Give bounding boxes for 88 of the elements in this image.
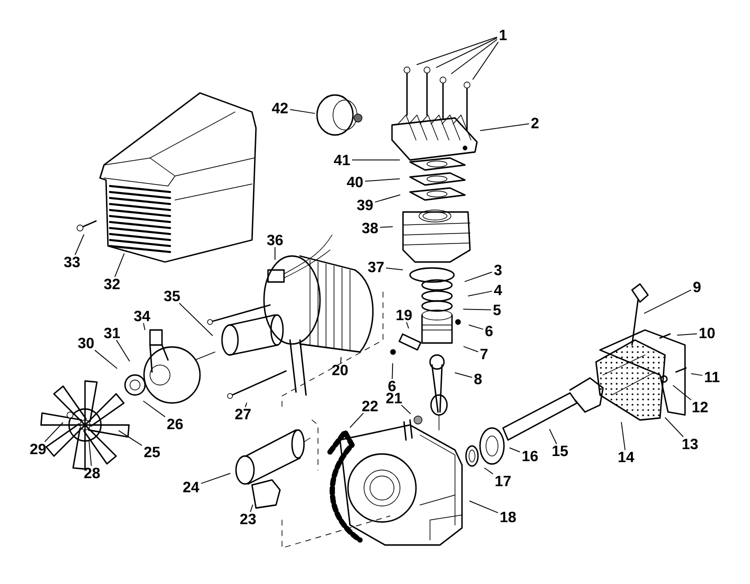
leader-line <box>143 400 166 418</box>
leader-line <box>472 42 499 80</box>
callout-number: 14 <box>618 452 634 462</box>
callout-number: 12 <box>692 402 708 412</box>
leader-line <box>468 290 492 296</box>
callout-number: 5 <box>493 304 501 316</box>
callout-number: 27 <box>235 408 251 420</box>
callout-number: 32 <box>104 278 120 290</box>
callout-number: 33 <box>64 256 80 268</box>
callout-number: 42 <box>272 102 288 114</box>
callout-number: 13 <box>682 438 698 450</box>
leader-line <box>392 363 394 380</box>
leader-line <box>350 412 364 428</box>
leader-line <box>386 268 403 270</box>
leader-line <box>690 373 702 376</box>
leader-line <box>116 340 130 362</box>
callout-number: 18 <box>500 512 516 522</box>
leader-line <box>463 308 492 310</box>
callout-number: 6 <box>388 380 396 392</box>
leader-line <box>290 109 316 114</box>
leader-line <box>364 178 400 182</box>
leader-line <box>451 39 498 74</box>
leader-line <box>509 447 520 452</box>
callout-number: 30 <box>78 338 94 348</box>
leader-line <box>401 404 411 414</box>
callout-number: 23 <box>240 514 256 524</box>
callout-number: 41 <box>334 154 350 166</box>
callout-number: 16 <box>522 450 538 462</box>
leader-line <box>469 500 498 514</box>
callout-number: 24 <box>183 482 200 492</box>
leader-line <box>672 385 692 400</box>
callout-number: 38 <box>362 222 378 234</box>
callout-number: 19 <box>396 310 412 320</box>
callout-number: 22 <box>362 400 378 412</box>
callout-number: 17 <box>496 476 511 486</box>
leader-line <box>274 246 276 260</box>
callout-number: 2 <box>531 118 539 128</box>
leader-line <box>118 430 142 446</box>
leader-line <box>143 322 146 330</box>
leader-line <box>340 357 342 364</box>
leader-line <box>416 36 498 65</box>
leader-line <box>114 253 125 278</box>
leader-line <box>484 468 494 474</box>
callout-number: 36 <box>267 234 283 246</box>
callout-number: 6 <box>485 326 493 336</box>
leader-line <box>88 440 92 466</box>
callout-number: 37 <box>368 262 384 272</box>
leader-line <box>436 38 498 68</box>
leader-line <box>620 422 626 450</box>
leader-line <box>200 473 230 484</box>
callout-number: 35 <box>164 290 180 302</box>
callout-number: 20 <box>332 364 348 376</box>
leader-line <box>74 234 84 256</box>
callout-number: 9 <box>693 282 701 292</box>
leader-line <box>245 402 248 408</box>
callout-number: 29 <box>30 444 46 454</box>
leader-line <box>94 350 118 369</box>
callout-number: 25 <box>144 446 160 458</box>
leader-line <box>374 194 400 202</box>
leader-line <box>44 422 64 442</box>
callout-number: 7 <box>480 348 488 360</box>
callout-number: 4 <box>494 284 502 296</box>
callout-number: 28 <box>84 468 100 478</box>
leader-line <box>454 372 472 378</box>
callout-number: 15 <box>552 446 568 456</box>
callout-number: 21 <box>386 392 402 404</box>
callout-number: 11 <box>705 372 720 382</box>
leader-line <box>380 226 393 228</box>
leader-line <box>463 346 478 352</box>
leader-line <box>480 123 530 131</box>
callout-number: 26 <box>167 418 183 430</box>
callout-number: 31 <box>104 328 120 338</box>
leader-line <box>464 272 492 282</box>
callout-number: 39 <box>357 200 373 210</box>
callout-number: 34 <box>134 310 150 322</box>
callout-number: 1 <box>500 30 507 40</box>
callout-number: 10 <box>700 328 715 338</box>
callout-number: 40 <box>346 176 363 188</box>
leader-line <box>664 417 684 438</box>
callout-number: 8 <box>474 374 482 384</box>
leader-line <box>250 504 254 512</box>
leader-line <box>549 429 557 444</box>
leader-line <box>677 333 698 336</box>
leader-line <box>644 290 692 314</box>
callout-number: 3 <box>494 264 502 276</box>
leader-line <box>179 302 213 336</box>
leader-line <box>468 324 484 330</box>
leader-line <box>406 322 409 328</box>
